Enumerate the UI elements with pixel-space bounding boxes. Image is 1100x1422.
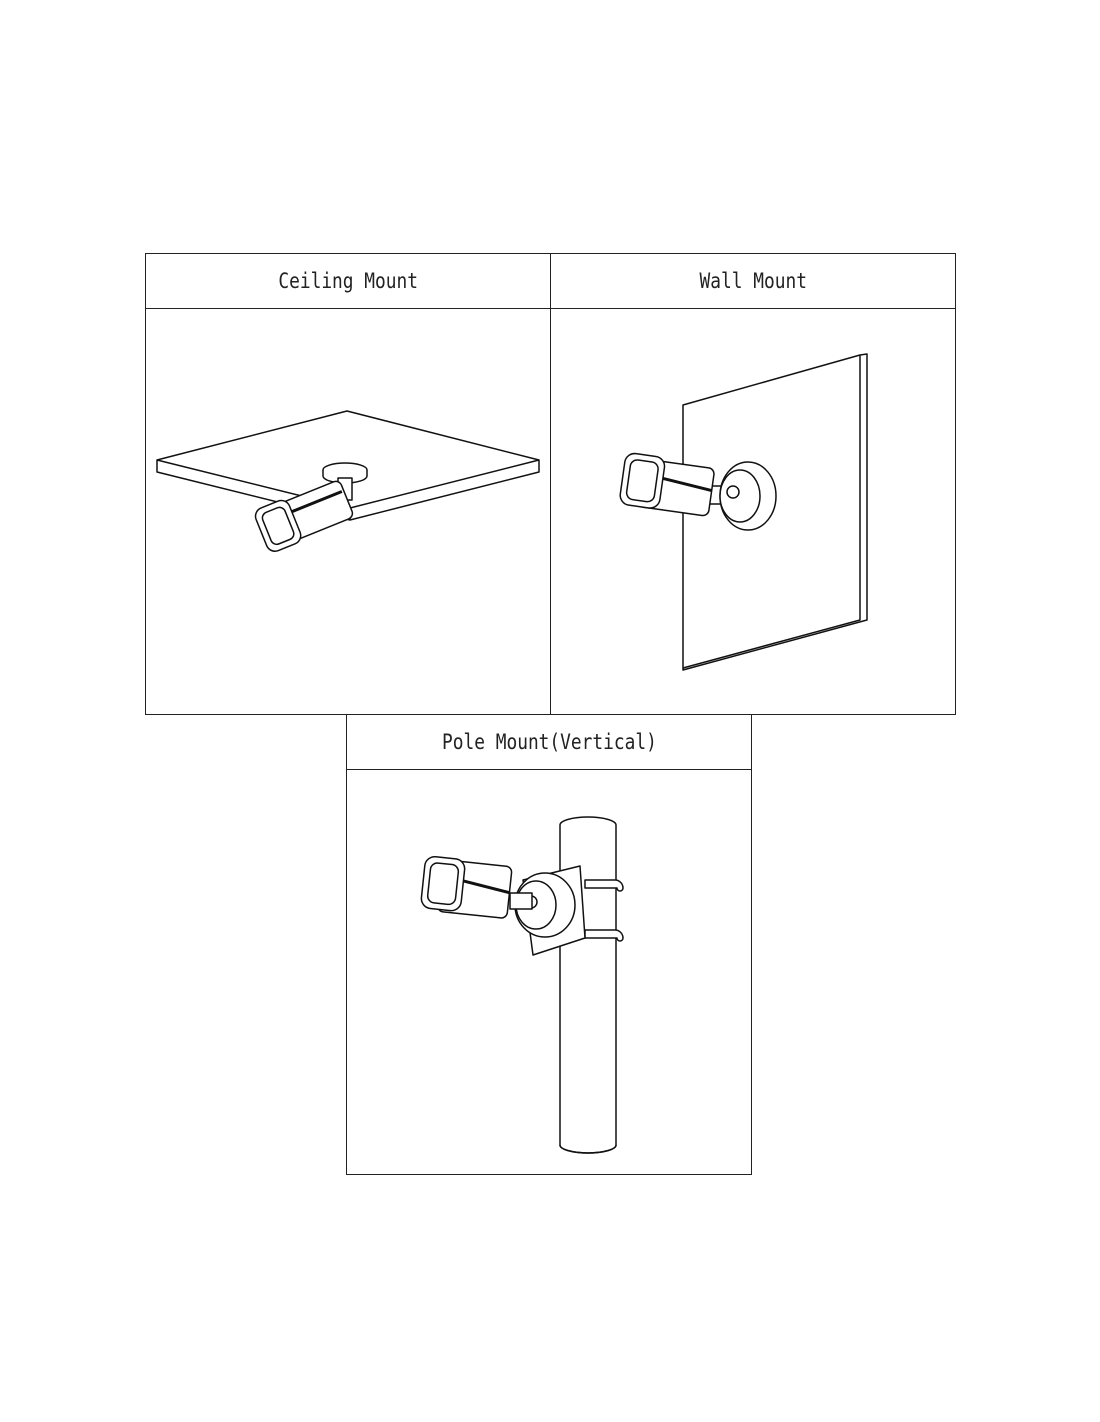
pole-mount-panel: Pole Mount(Vertical) — [346, 714, 752, 1175]
pole-mount-title: Pole Mount(Vertical) — [441, 730, 657, 754]
ceiling-illustration — [156, 410, 540, 552]
panel-title: Pole Mount(Vertical) — [347, 715, 751, 770]
wall-mount-title: Wall Mount — [699, 269, 807, 293]
wall-mount-panel: Wall Mount — [550, 253, 956, 715]
wall-illustration — [619, 353, 868, 671]
panel-title: Ceiling Mount — [146, 254, 550, 309]
panel-title: Wall Mount — [551, 254, 955, 309]
pole-illustration — [420, 816, 624, 1154]
ceiling-mount-title: Ceiling Mount — [278, 269, 418, 293]
